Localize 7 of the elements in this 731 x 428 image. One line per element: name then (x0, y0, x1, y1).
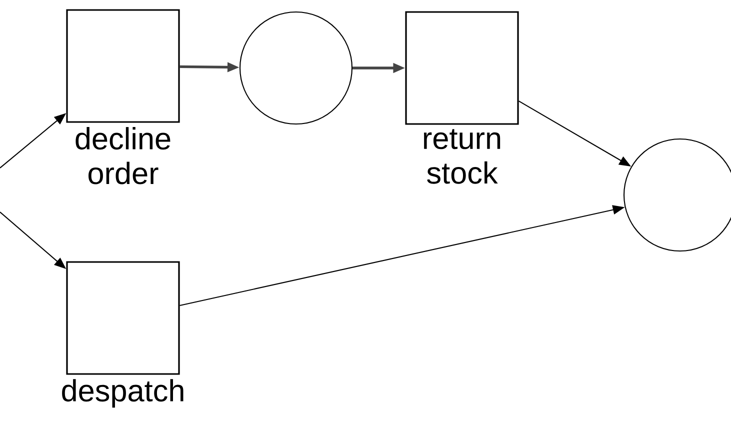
transition-box: despatch (62, 261, 184, 408)
node-label: return stock (424, 129, 500, 184)
place-circle (239, 11, 353, 125)
node-label: decline order (76, 127, 170, 184)
node-label: despatch (62, 379, 184, 408)
transition-box: decline order (66, 9, 180, 184)
transition-box: return stock (405, 11, 519, 184)
